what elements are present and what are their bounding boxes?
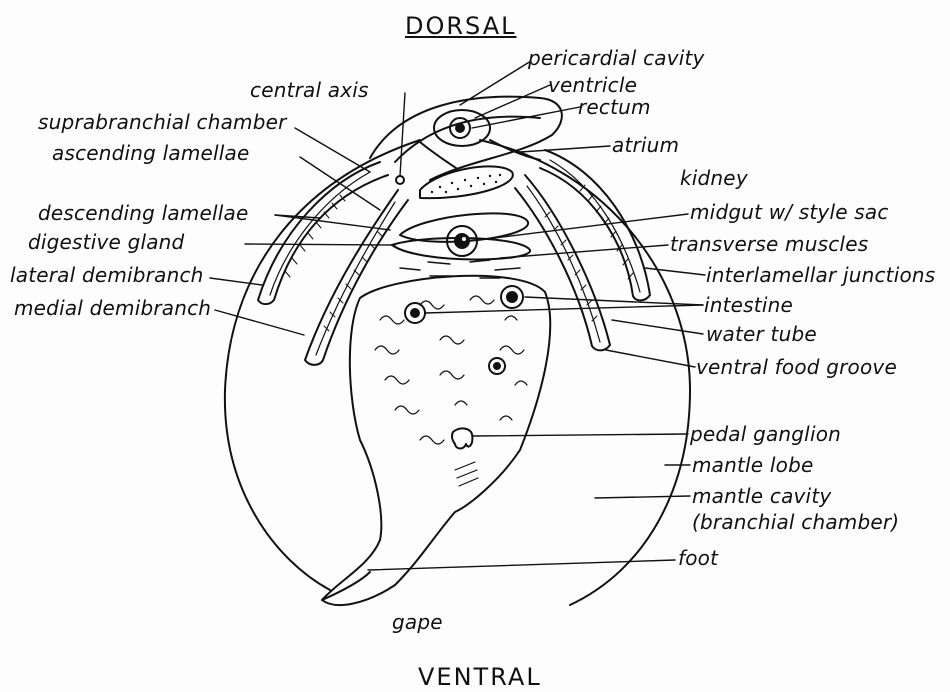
descending-lamellae-label: descending lamellae [38,203,248,223]
right-mantle-lobe [480,140,690,605]
left-atrium [420,142,456,168]
atrium-label: atrium [612,135,679,155]
ventricle-label: ventricle [548,75,637,95]
intestine-loop-left-inner [411,309,419,317]
style-sac [455,234,469,248]
pericardial-cavity-label: pericardial cavity [528,48,705,68]
intestine-label: intestine [704,295,793,315]
midgut-lumen [462,237,466,241]
gape-label: gape [392,612,443,632]
water-tube-label: water tube [706,324,817,344]
visceral-mass-outline [322,276,550,605]
pericardial-inner [395,117,540,162]
left-medial-demibranch [305,190,408,365]
pericardial-outline [370,97,562,180]
mantle-lobe-label: mantle lobe [692,455,813,475]
ascending-lamellae-label: ascending lamellae [52,143,250,163]
lateral-demibranch-label: lateral demibranch [10,265,204,285]
transverse-muscles-label: transverse muscles [670,234,868,254]
branchial-chamber-label: (branchial chamber) [692,512,899,532]
intestine-loop-right-inner [507,292,517,302]
dorsal-label: DORSAL [405,14,517,38]
medial-demibranch-label: medial demibranch [14,298,211,318]
foot-label: foot [678,548,718,568]
left-gill-hatching [285,195,383,331]
rectum-label: rectum [578,97,651,117]
left-mantle-lobe [225,140,420,590]
central-axis-label: central axis [250,80,369,100]
kidney-label: kidney [680,168,748,188]
pedal-ganglion-shape [452,428,472,448]
kidney-shape [420,166,513,198]
ventral-label: VENTRAL [418,665,542,689]
foot-muscle-hatching [455,462,478,486]
digestive-gland-label: digestive gland [28,232,184,252]
pedal-ganglion-label: pedal ganglion [690,424,841,444]
mantle-cavity-label: mantle cavity [692,486,831,506]
central-axis-marker [396,176,404,184]
ventral-food-groove-label: ventral food groove [696,357,897,377]
suprabranchial-chamber-label: suprabranchial chamber [38,112,287,132]
interlamellar-junctions-label: interlamellar junctions [706,265,935,285]
intestine-loop-lower-inner [494,363,500,369]
rectum-lumen [456,124,464,132]
foot-tip [322,572,370,600]
midgut-label: midgut w/ style sac [690,202,889,222]
